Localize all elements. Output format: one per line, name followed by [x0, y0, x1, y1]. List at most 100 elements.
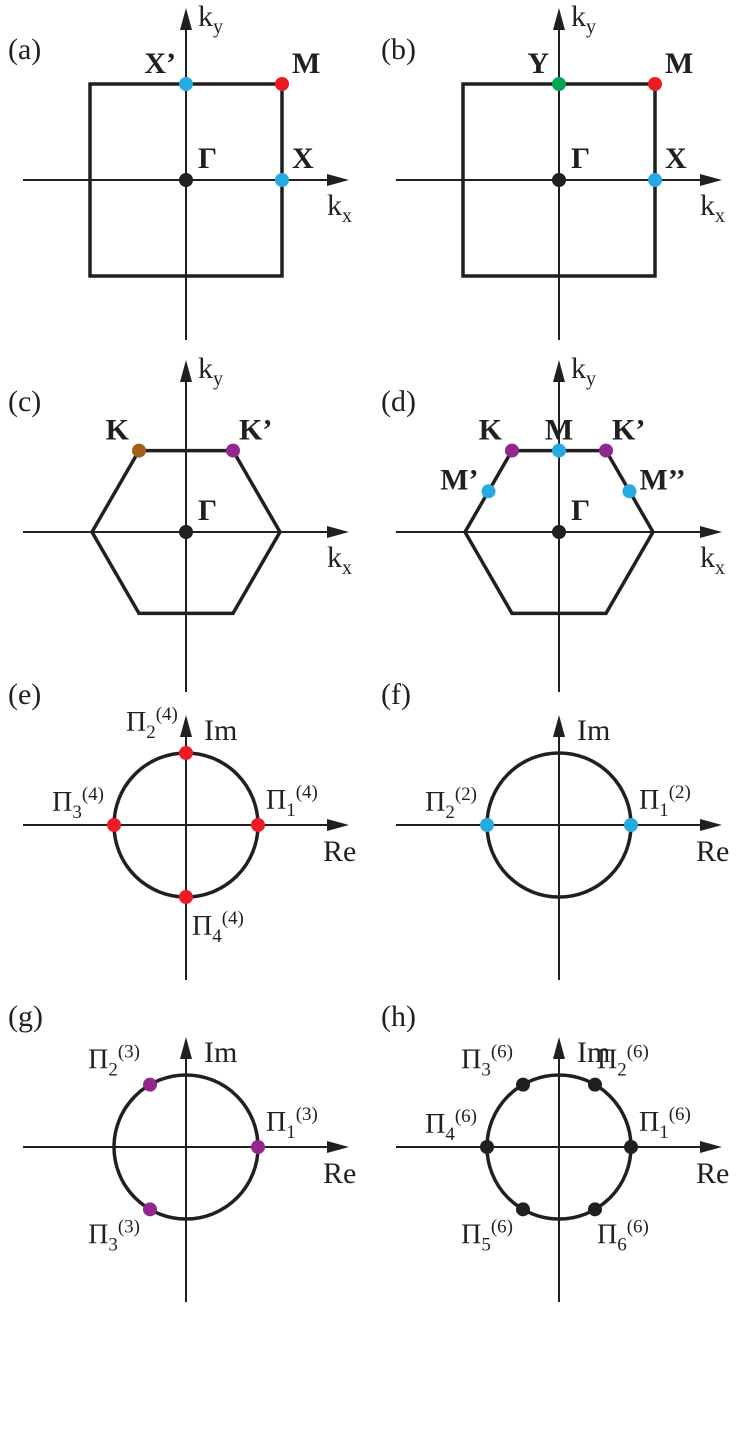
high-symmetry-point	[275, 77, 289, 91]
panel-label: (b)	[381, 33, 416, 66]
x-axis-arrowhead	[327, 819, 349, 831]
y-axis-label: ky	[571, 352, 596, 390]
panel-label: (a)	[8, 33, 41, 66]
high-symmetry-label: Y	[527, 47, 549, 80]
high-symmetry-point	[179, 77, 193, 91]
eigenvalue-point	[143, 1077, 157, 1092]
high-symmetry-point	[481, 484, 496, 499]
eigenvalue-point	[588, 1077, 602, 1092]
x-axis-arrowhead	[327, 1141, 349, 1153]
y-axis-arrowhead	[180, 8, 192, 30]
x-axis-label: Re	[696, 835, 729, 868]
eigenvalue-label: Π1(3)	[266, 1104, 318, 1143]
high-symmetry-label: K	[106, 414, 130, 447]
high-symmetry-label: Γ	[198, 494, 217, 527]
eigenvalue-label: Π3(3)	[88, 1216, 140, 1255]
high-symmetry-point	[179, 173, 193, 187]
high-symmetry-label: K’	[612, 414, 645, 447]
eigenvalue-label: Π3(4)	[52, 784, 104, 823]
high-symmetry-label: X	[665, 142, 687, 175]
y-axis-label: Im	[577, 714, 610, 747]
y-axis-label: Im	[204, 1036, 237, 1069]
eigenvalue-label: Π3(6)	[461, 1042, 513, 1081]
high-symmetry-point	[505, 443, 519, 458]
panel-label: (f)	[381, 678, 411, 711]
eigenvalue-label: Π4(6)	[425, 1106, 477, 1145]
eigenvalue-point	[251, 818, 265, 832]
high-symmetry-label: M	[665, 47, 693, 80]
y-axis-arrowhead	[180, 1037, 192, 1059]
y-axis-label: ky	[571, 0, 596, 38]
x-axis-arrowhead	[700, 526, 722, 538]
eigenvalue-point	[143, 1202, 157, 1217]
high-symmetry-point	[179, 525, 193, 539]
high-symmetry-point	[648, 77, 662, 91]
panel-label: (h)	[381, 1000, 416, 1033]
panel-label: (c)	[8, 385, 41, 418]
x-axis-arrowhead	[327, 526, 349, 538]
x-axis-label: kx	[327, 541, 352, 579]
x-axis-arrowhead	[700, 819, 722, 831]
x-axis-arrowhead	[327, 174, 349, 186]
high-symmetry-label: K	[479, 414, 503, 447]
panel-label: (e)	[8, 678, 41, 711]
high-symmetry-point	[552, 77, 566, 91]
y-axis-label: Im	[577, 1036, 610, 1069]
eigenvalue-label: Π5(6)	[461, 1216, 513, 1255]
eigenvalue-label: Π2(6)	[597, 1042, 649, 1081]
panel-label: (g)	[8, 1000, 43, 1033]
eigenvalue-point	[624, 1140, 638, 1154]
y-axis-arrowhead	[553, 8, 565, 30]
y-axis-arrowhead	[180, 360, 192, 382]
eigenvalue-point	[480, 1140, 494, 1154]
high-symmetry-point	[552, 443, 566, 458]
high-symmetry-label: M	[292, 47, 320, 80]
eigenvalue-point	[251, 1140, 265, 1154]
eigenvalue-label: Π6(6)	[597, 1216, 649, 1255]
eigenvalue-point	[624, 818, 638, 832]
high-symmetry-label: X’	[144, 47, 176, 80]
eigenvalue-label: Π1(2)	[639, 782, 691, 821]
high-symmetry-point	[599, 443, 613, 458]
high-symmetry-label: M’	[440, 463, 478, 496]
eigenvalue-point	[516, 1077, 530, 1092]
y-axis-arrowhead	[180, 715, 192, 737]
x-axis-label: kx	[700, 189, 725, 227]
eigenvalue-label: Π4(4)	[192, 908, 244, 947]
eigenvalue-point	[179, 746, 193, 760]
high-symmetry-label: Γ	[571, 494, 590, 527]
high-symmetry-label: M	[545, 414, 573, 447]
eigenvalue-point	[516, 1202, 530, 1217]
high-symmetry-label: X	[292, 142, 314, 175]
eigenvalue-point	[179, 890, 193, 904]
x-axis-label: kx	[327, 189, 352, 227]
x-axis-label: kx	[700, 541, 725, 579]
high-symmetry-point	[622, 484, 637, 499]
x-axis-arrowhead	[700, 1141, 722, 1153]
high-symmetry-point	[552, 525, 566, 539]
eigenvalue-label: Π2(2)	[425, 784, 477, 823]
high-symmetry-label: M’’	[640, 463, 686, 496]
eigenvalue-label: Π2(3)	[88, 1042, 140, 1081]
high-symmetry-point	[226, 443, 240, 458]
high-symmetry-point	[552, 173, 566, 187]
x-axis-label: Re	[323, 835, 356, 868]
high-symmetry-point	[275, 173, 289, 187]
x-axis-label: Re	[323, 1157, 356, 1190]
high-symmetry-point	[648, 173, 662, 187]
y-axis-label: Im	[204, 714, 237, 747]
eigenvalue-point	[588, 1202, 602, 1217]
x-axis-label: Re	[696, 1157, 729, 1190]
eigenvalue-label: Π1(4)	[266, 782, 318, 821]
eigenvalue-label: Π1(6)	[639, 1104, 691, 1143]
x-axis-arrowhead	[700, 174, 722, 186]
high-symmetry-label: Γ	[198, 142, 217, 175]
y-axis-label: ky	[198, 352, 223, 390]
